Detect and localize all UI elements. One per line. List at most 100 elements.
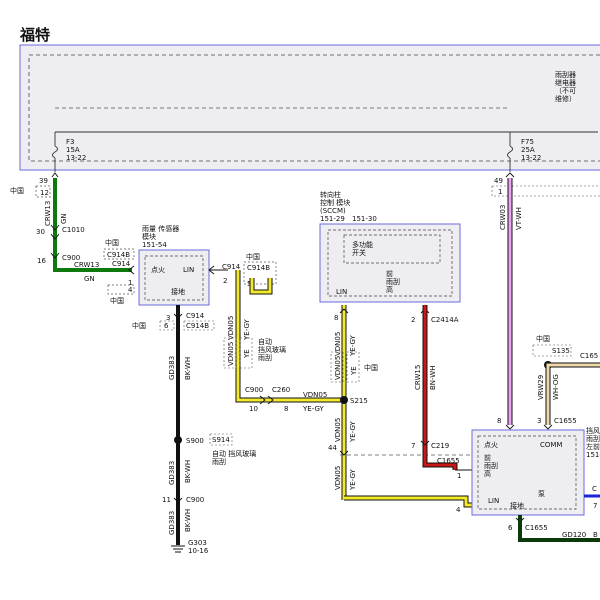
wire-crw15: CRW15 — [414, 365, 422, 390]
sccm-title-3: (SCCM) — [320, 207, 346, 215]
wire-vtwh: VT-WH — [515, 207, 523, 230]
conn-1-box — [491, 185, 600, 197]
c914-label-b: C914 — [222, 263, 241, 271]
c914-label-a: C914 — [112, 260, 131, 268]
wire-gd383-a: GD383 — [168, 356, 176, 380]
wire-bkwh-a: BK-WH — [184, 357, 192, 380]
pin-2-red: 2 — [411, 316, 415, 324]
pin-49: 49 — [494, 177, 503, 185]
sccm-title-1: 转向柱 — [320, 190, 341, 199]
c1655-label-a: C1655 — [437, 457, 460, 465]
violet-top-arrow-icon — [505, 172, 515, 178]
conn-39-label: 39 — [39, 177, 48, 185]
fuse-f75-rating: 25A — [521, 146, 535, 154]
wire-vdn05-a: VDN05 — [227, 316, 235, 340]
pin-30: 30 — [36, 228, 45, 236]
top-module: 雨刮器 继电器 （不可 维修） F3 15A 13-22 F75 25A 13-… — [19, 44, 600, 172]
sccm-front-wiper-1: 前 — [386, 269, 393, 278]
pin-1-red: 1 — [457, 472, 461, 480]
wire-yegy-e: YE-GY — [349, 468, 357, 491]
pin-10: 10 — [249, 405, 258, 413]
pin-11: 11 — [162, 496, 171, 504]
pin-4: 4 — [128, 286, 133, 294]
c260-arrow-icon — [267, 395, 274, 405]
c914b-label-b: C914B — [247, 264, 270, 272]
wiper-lin: LIN — [488, 497, 499, 505]
fuse-f75-ref: 13-22 — [521, 154, 541, 162]
s135-box — [532, 344, 572, 357]
lin-arrow-icon — [208, 265, 215, 275]
conn-12-label: 12 — [40, 189, 49, 197]
c1010-connector-icon-2 — [50, 233, 60, 240]
ye-box-2 — [346, 351, 360, 383]
pin-3-ground: 3 — [166, 314, 170, 322]
wiper-front-1: 前 — [484, 453, 491, 462]
zhongguo-label-4: 中国 — [246, 252, 260, 261]
wire-gn-a: GN — [60, 213, 68, 224]
rain-sensor-lin: LIN — [183, 266, 194, 274]
wiper-module-inner — [477, 435, 577, 510]
tan-bottom-arrow-icon — [543, 424, 553, 430]
g303-ref: 10-16 — [188, 547, 209, 555]
wire-vdn05-e: VDN05 — [334, 466, 342, 490]
ye-box-1 — [239, 337, 253, 369]
pin-6-ground: 6 — [164, 322, 169, 330]
c165-label: C165 — [580, 352, 598, 360]
splice-s215-dot — [340, 396, 348, 404]
g303-label: G303 — [188, 539, 207, 547]
wire-gd383-b: GD383 — [168, 461, 176, 485]
zhongguo-label-2: 中国 — [105, 238, 119, 247]
c2414a-label: C2414A — [431, 316, 459, 324]
c219-arrow-icon — [420, 440, 430, 446]
c219-label: C219 — [431, 442, 449, 450]
c900-connector-icon — [50, 252, 60, 259]
c260-label: C260 — [272, 386, 290, 394]
yellow-wire-outline-loop — [249, 278, 273, 295]
ye-box-label-2: YE — [350, 366, 358, 376]
rain-sensor-title-2: 模块 — [142, 232, 156, 241]
wire-crw03: CRW03 — [499, 205, 507, 230]
yellow-circuit: VDN05 YE-GY VDN05 YE 自动 挡风玻璃 雨刮 C900 C26… — [223, 270, 472, 514]
fuse-f3-label: F3 — [66, 138, 74, 146]
vdn05-box-1 — [223, 337, 237, 369]
tan-wire — [546, 363, 600, 425]
c914b-box-c — [183, 320, 215, 331]
c1010-label: C1010 — [62, 226, 85, 234]
ye-box-label-1: YE — [243, 349, 251, 359]
s914-label: S914 — [212, 436, 230, 444]
zhongguo-label-1: 中国 — [10, 186, 24, 195]
wire-yegy-c: YE-GY — [349, 334, 357, 357]
auto-wiper-note2-3: 雨刮 — [258, 353, 272, 362]
wiper-side-note-2: 雨刮 — [586, 434, 600, 443]
wiper-side-note-1: 挡风 — [586, 426, 600, 435]
wire-gd383-c: GD383 — [168, 511, 176, 535]
wire-yegy-d: YE-GY — [349, 420, 357, 443]
vdn05-box-label-2: VDN05 — [334, 356, 342, 380]
relay-note-2: 继电器 — [555, 78, 576, 87]
sccm-inner — [327, 229, 453, 297]
vdn05-box-2 — [330, 351, 344, 383]
zhongguo-label-5: 中国 — [132, 321, 146, 330]
auto-wiper-note2-1: 自动 — [258, 337, 272, 346]
top-module-outline — [19, 44, 600, 171]
wiper-module: 点火 COMM 前 雨刮 高 LIN 泵 接地 挡风 雨刮 左前 151- C … — [471, 426, 600, 516]
wire-gd120: GD120 — [562, 531, 586, 539]
auto-wiper-note-2: 雨刮 — [212, 457, 226, 466]
wiper-side-note-4: 151- — [586, 451, 600, 459]
wire-bkwh-c: BK-WH — [184, 509, 192, 532]
wiper-ground: 接地 — [510, 501, 524, 510]
conn-12-box — [35, 185, 51, 198]
fuse-f3-ref: 13-22 — [66, 154, 86, 162]
rain-sensor-title-3: 151-54 — [142, 241, 167, 249]
wire-crw13-a: CRW13 — [44, 201, 52, 226]
c1655-label-b: C1655 — [554, 417, 577, 425]
s215-label: S215 — [350, 397, 368, 405]
c914-label-c: C914 — [186, 312, 205, 320]
c914b-label-c: C914B — [186, 322, 209, 330]
pin-4-box — [107, 284, 135, 295]
pin-16: 16 — [37, 257, 46, 265]
pin-6-bottom: 6 — [508, 524, 513, 532]
multi-switch-box — [343, 234, 441, 264]
rain-sensor-outline — [138, 249, 210, 306]
vdn05-box-label-1: VDN05 — [227, 342, 235, 366]
